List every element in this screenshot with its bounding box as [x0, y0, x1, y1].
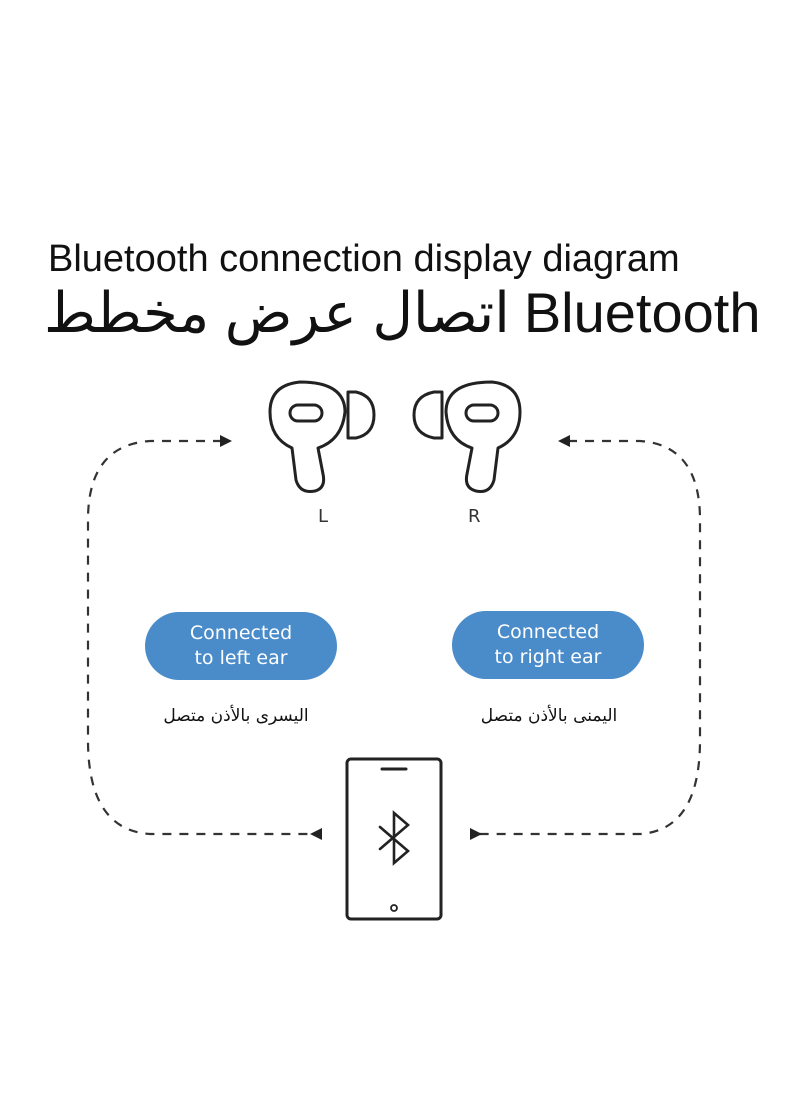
left-badge-line2: to left ear	[194, 647, 288, 669]
left-earbud-icon	[268, 380, 376, 493]
left-top-arrow	[220, 435, 232, 447]
left-dashed-path	[86, 439, 318, 836]
bluetooth-icon	[378, 810, 410, 866]
phone-icon	[345, 757, 443, 921]
title-arabic: اتصال عرض مخطط	[44, 281, 510, 344]
right-arabic-caption: اليمنى بالأذن متصل	[480, 706, 618, 726]
right-badge-line2: to right ear	[494, 646, 602, 668]
left-ear-letter: L	[318, 506, 329, 527]
right-connected-badge: Connected to right ear	[452, 611, 644, 679]
right-badge-line1: Connected	[496, 621, 600, 643]
right-dashed-path	[472, 439, 702, 836]
left-connected-badge: Connected to left ear	[145, 612, 337, 680]
title-english: Bluetooth connection display diagram	[48, 238, 680, 280]
left-badge-line1: Connected	[189, 622, 293, 644]
right-top-arrow	[558, 435, 570, 447]
left-arabic-caption: اليسرى بالأذن متصل	[163, 706, 309, 726]
right-bottom-arrow	[470, 828, 482, 840]
title-arabic-suffix: Bluetooth	[523, 281, 761, 344]
right-ear-letter: R	[468, 506, 481, 527]
left-bottom-arrow	[310, 828, 322, 840]
right-earbud-icon	[412, 380, 522, 493]
